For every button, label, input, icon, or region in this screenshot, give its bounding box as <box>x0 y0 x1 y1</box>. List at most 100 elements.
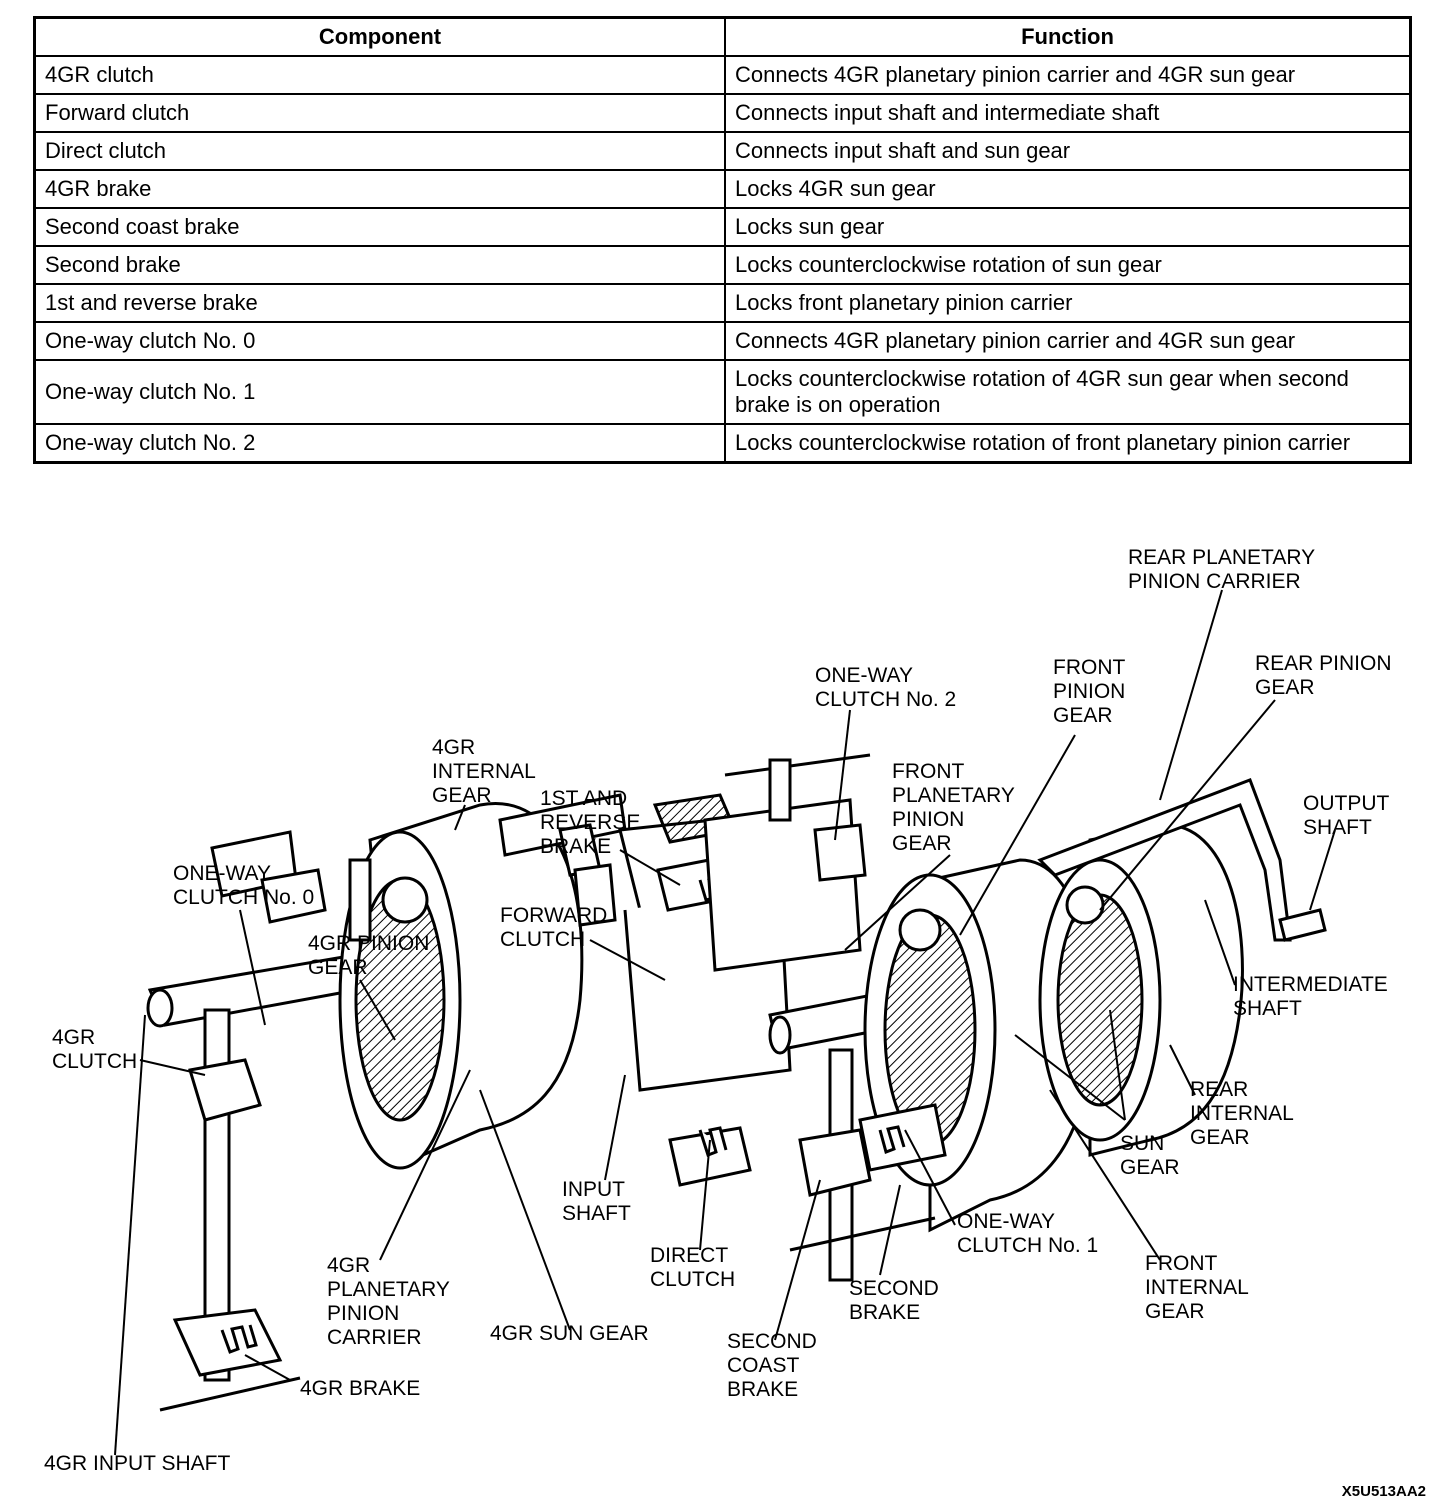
label-line: GEAR <box>892 832 952 855</box>
figure-code: X5U513AA2 <box>1341 1483 1426 1500</box>
label-line: ONE-WAY <box>957 1210 1055 1233</box>
component-cell: 4GR clutch <box>33 54 726 95</box>
function-cell: Locks 4GR sun gear <box>724 168 1412 209</box>
label-line: 1ST AND <box>540 787 627 810</box>
label-line: FORWARD <box>500 904 607 927</box>
label-line: SUN <box>1120 1132 1164 1155</box>
label-line: GEAR <box>1145 1300 1205 1323</box>
label-line: 4GR INPUT SHAFT <box>44 1452 230 1475</box>
label-line: REVERSE <box>540 811 640 834</box>
label-line: GEAR <box>1255 676 1315 699</box>
label-line: FRONT <box>1053 656 1125 679</box>
label-line: GEAR <box>308 956 368 979</box>
label-line: PLANETARY <box>892 784 1015 807</box>
label-line: SHAFT <box>1303 816 1372 839</box>
label-line: INTERNAL <box>432 760 536 783</box>
label-line: 4GR <box>327 1254 370 1277</box>
label-line: SHAFT <box>562 1202 631 1225</box>
label-line: SHAFT <box>1233 997 1302 1020</box>
clutch-4gr-part <box>188 830 327 1122</box>
component-cell: One-way clutch No. 2 <box>33 422 726 463</box>
label-line: CLUTCH No. 1 <box>957 1234 1098 1257</box>
label-line: COAST <box>727 1354 800 1377</box>
label-line: CLUTCH <box>500 928 585 951</box>
leader-lines <box>114 589 1336 1456</box>
label-line: GEAR <box>1053 704 1113 727</box>
component-cell: 4GR brake <box>33 168 726 209</box>
label-4gr-brake: 4GR BRAKE <box>300 1377 420 1400</box>
function-cell: Locks sun gear <box>724 206 1412 247</box>
label-line: 4GR SUN GEAR <box>490 1322 649 1345</box>
component-cell: One-way clutch No. 0 <box>33 320 726 361</box>
label-line: 4GR <box>432 736 475 759</box>
label-line: CARRIER <box>327 1326 422 1349</box>
function-cell: Connects input shaft and sun gear <box>724 130 1412 171</box>
label-line: FRONT <box>892 760 964 783</box>
label-line: INPUT <box>562 1178 625 1201</box>
first-reverse-brake-part <box>656 753 871 972</box>
label-line: REAR PINION <box>1255 652 1392 675</box>
label-line: BRAKE <box>540 835 611 858</box>
header-function: Function <box>724 16 1412 57</box>
component-cell: Second brake <box>33 244 726 285</box>
label-line: PLANETARY <box>327 1278 450 1301</box>
component-cell: Second coast brake <box>33 206 726 247</box>
label-line: GEAR <box>1190 1126 1250 1149</box>
label-4gr-sun-gear: 4GR SUN GEAR <box>490 1322 649 1345</box>
planetary-4gr-drum <box>338 793 627 1170</box>
function-cell: Locks front planetary pinion carrier <box>724 282 1412 323</box>
label-line: REAR <box>1190 1078 1248 1101</box>
label-line: GEAR <box>432 784 492 807</box>
function-cell: Locks counterclockwise rotation of sun g… <box>724 244 1412 285</box>
label-line: DIRECT <box>650 1244 728 1267</box>
label-line: FRONT <box>1145 1252 1217 1275</box>
label-line: BRAKE <box>727 1378 798 1401</box>
label-line: 4GR PINION <box>308 932 429 955</box>
brake-4gr-part <box>159 1308 301 1412</box>
component-cell: One-way clutch No. 1 <box>33 358 726 425</box>
label-line: SECOND <box>727 1330 817 1353</box>
label-line: REAR PLANETARY <box>1128 546 1315 569</box>
label-line: CLUTCH No. 2 <box>815 688 956 711</box>
label-line: ONE-WAY <box>815 664 913 687</box>
function-cell: Locks counterclockwise rotation of front… <box>724 422 1412 463</box>
label-line: SECOND <box>849 1277 939 1300</box>
label-line: BRAKE <box>849 1301 920 1324</box>
header-component: Component <box>33 16 726 57</box>
label-line: 4GR <box>52 1026 95 1049</box>
function-cell: Connects 4GR planetary pinion carrier an… <box>724 54 1412 95</box>
label-line: ONE-WAY <box>173 862 271 885</box>
label-4gr-input-shaft: 4GR INPUT SHAFT <box>44 1452 230 1475</box>
label-line: PINION <box>892 808 964 831</box>
function-cell: Connects 4GR planetary pinion carrier an… <box>724 320 1412 361</box>
component-cell: 1st and reverse brake <box>33 282 726 323</box>
